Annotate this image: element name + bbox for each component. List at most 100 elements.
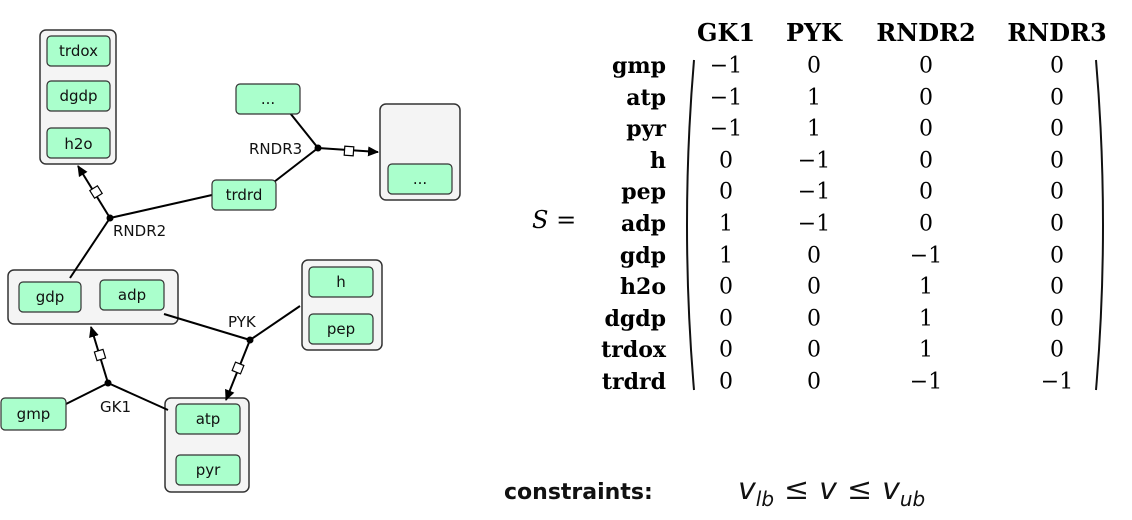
row-header-pep: pep (621, 179, 666, 206)
row-header-adp: adp (620, 211, 666, 237)
matrix-cell: −1 (1040, 369, 1074, 395)
left-paren (686, 59, 695, 391)
matrix-cell: 0 (1050, 243, 1064, 269)
reaction-label-gk1: GK1 (100, 398, 131, 416)
species-h2o: h2o (46, 127, 111, 159)
matrix-cell: −1 (909, 243, 943, 269)
constraints: constraints: vlb≤v≤vub (504, 472, 1104, 516)
reaction-label-rndr2: RNDR2 (113, 222, 166, 240)
species-label-adp: adp (118, 286, 146, 304)
matrix-cell: 0 (1050, 85, 1064, 111)
matrix-cell: −1 (709, 53, 743, 79)
edge-trdrd-rndr2 (109, 194, 213, 219)
matrix-equals-sign: = (556, 206, 577, 234)
matrix-cell: 0 (1050, 53, 1064, 79)
species-label-gmp: gmp (17, 405, 51, 423)
row-header-atp: atp (626, 84, 666, 111)
matrix-cell: 0 (719, 369, 733, 395)
constraints-formula: vlb≤v≤vub (738, 472, 925, 511)
species-label-atp: atp (196, 410, 221, 428)
formula-v: v (819, 472, 837, 507)
row-header-h: h (650, 147, 666, 174)
row-header-gmp: gmp (611, 53, 666, 79)
row-header-dgdp: dgdp (604, 305, 666, 332)
matrix-cell: −1 (909, 369, 943, 395)
formula-leq-2: ≤ (846, 472, 873, 507)
species-adp: adp (99, 279, 165, 311)
column-header-pyk: PYK (785, 18, 843, 47)
matrix-cell: 0 (719, 179, 733, 205)
matrix-cell: −1 (709, 85, 743, 111)
species-label-h2o: h2o (64, 135, 92, 153)
species-dgdp: dgdp (46, 80, 111, 112)
formula-v-lower: v (738, 472, 756, 507)
row-header-trdox: trdox (601, 337, 666, 364)
species-label-h: h (336, 273, 346, 291)
species-label-dgdp: dgdp (59, 87, 97, 105)
matrix-symbol-letter: S (532, 206, 549, 234)
matrix-cell: 0 (719, 274, 733, 300)
formula-sub-ub: ub (899, 487, 926, 511)
edge-atp-gk1 (107, 382, 169, 411)
species-trdrd: trdrd (211, 179, 277, 211)
node-rndr3 (314, 144, 322, 152)
matrix-cell: 0 (919, 148, 933, 174)
matrix-cell: −1 (797, 148, 831, 174)
edge-more-rndr3 (289, 112, 319, 149)
matrix-cell: 0 (1050, 179, 1064, 205)
edge-rndr3-trdrd (273, 147, 319, 183)
row-header-gdp: gdp (619, 242, 666, 269)
matrix-cell: 0 (807, 243, 821, 269)
species-label-more-in: ... (261, 90, 275, 108)
matrix-cell: 0 (1050, 337, 1064, 363)
matrix-cell: 0 (919, 85, 933, 111)
matrix-cell: 0 (807, 274, 821, 300)
species-more-out: ... (387, 163, 453, 195)
matrix-cell: 0 (919, 211, 933, 237)
species-more-in: ... (235, 83, 301, 115)
matrix-cell: 1 (807, 116, 821, 142)
matrix-cell: 0 (719, 337, 733, 363)
matrix-cell: 1 (919, 306, 933, 332)
edge-pep-pyk (249, 305, 301, 341)
matrix-cell: 0 (719, 148, 733, 174)
node-pyk (246, 336, 254, 344)
reaction-nodes (104, 144, 322, 387)
column-header-gk1: GK1 (696, 18, 756, 47)
species-atp: atp (175, 403, 241, 435)
species-label-trdrd: trdrd (226, 186, 263, 204)
edge-markers (88, 145, 355, 375)
node-gk1 (104, 379, 112, 387)
matrix-cell: 1 (919, 274, 933, 300)
species-label-pep: pep (327, 320, 355, 338)
matrix-cell: 0 (719, 306, 733, 332)
column-header-rndr2: RNDR2 (876, 18, 976, 47)
matrix-cell: 0 (1050, 274, 1064, 300)
right-paren (1095, 59, 1104, 391)
species-gmp: gmp (0, 397, 67, 431)
matrix-cell: −1 (797, 179, 831, 205)
reaction-network: RNDR3 RNDR2 PYK GK1 trdox dgdp h2o ... .… (0, 29, 461, 493)
matrix-cell: 0 (1050, 211, 1064, 237)
matrix-cell: 1 (919, 337, 933, 363)
row-header-h2o: h2o (620, 274, 666, 301)
species-label-pyr: pyr (196, 461, 221, 479)
formula-leq-1: ≤ (784, 472, 810, 507)
edge-gmp-gk1 (65, 382, 109, 405)
constraints-label: constraints: (504, 480, 653, 505)
species-label-gdp: gdp (36, 288, 65, 306)
matrix-cell: 0 (1050, 148, 1064, 174)
matrix-cell: 1 (719, 243, 733, 269)
edge-gdp-rndr2 (69, 217, 111, 279)
matrix-cell: 0 (1050, 116, 1064, 142)
matrix-cell: 0 (807, 53, 821, 79)
formula-v-upper: v (882, 472, 900, 507)
species-h: h (308, 266, 374, 298)
matrix-cell: 1 (719, 211, 733, 237)
species-pep: pep (308, 313, 374, 345)
species-trdox: trdox (46, 35, 111, 67)
matrix-cell: 0 (807, 306, 821, 332)
matrix-cell: 0 (807, 369, 821, 395)
